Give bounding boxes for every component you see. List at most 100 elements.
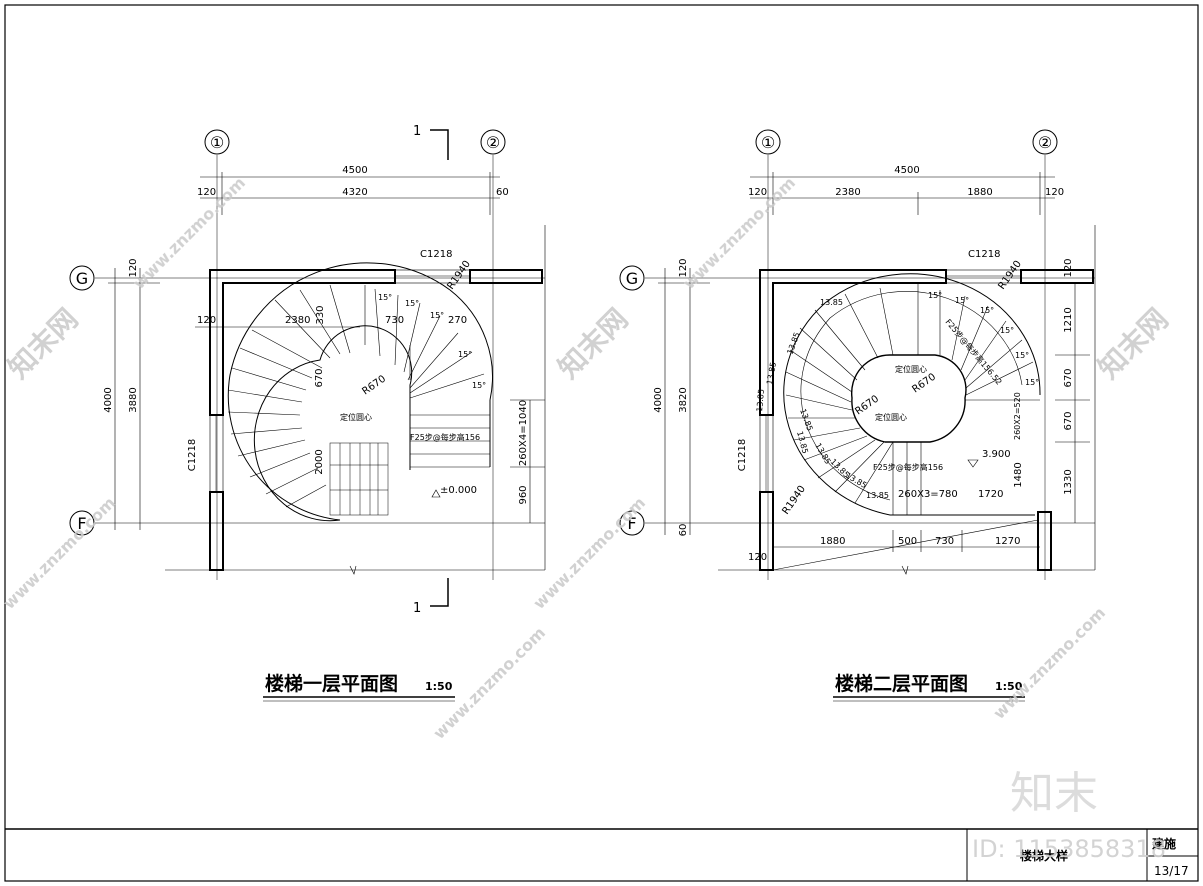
window-top xyxy=(394,269,471,284)
dim-inner-width: 4320 xyxy=(342,187,367,198)
watermark-site: www.znzmo.com xyxy=(0,493,119,613)
dim-b-1880: 1880 xyxy=(820,536,845,547)
chord: 13.85 xyxy=(795,430,810,454)
plan1-title: 楼梯一层平面图 xyxy=(265,672,398,695)
stair-outer-arc xyxy=(783,273,1041,516)
chord: 13.85 xyxy=(866,491,889,500)
stair-treads xyxy=(227,284,490,508)
axis-label-2: ② xyxy=(486,133,500,152)
dim-treads: 260X4=1040 xyxy=(518,400,529,466)
axis-label-f: F xyxy=(77,514,86,533)
chord: 13.85 xyxy=(798,408,814,433)
angle-label: 15° xyxy=(1025,378,1039,387)
dim-270: 270 xyxy=(448,315,467,326)
section-mark-top xyxy=(430,129,449,160)
watermark: www.znzmo.com www.znzmo.com www.znzmo.co… xyxy=(0,173,1174,863)
axis-bubble xyxy=(619,265,645,291)
dim-inner-height: 3880 xyxy=(128,387,139,412)
stair-inner-arc xyxy=(253,325,413,522)
axis-bubble xyxy=(204,129,230,155)
wall-top-right xyxy=(469,269,543,284)
section-label-bottom: 1 xyxy=(413,601,421,616)
angle-label: 15° xyxy=(472,381,486,390)
axis-bubble xyxy=(755,129,781,155)
dim-run-width: 2380 xyxy=(285,315,310,326)
axis-label-g: G xyxy=(626,269,638,288)
chord: 13.85 xyxy=(844,471,868,490)
dim-b-730: 730 xyxy=(935,536,954,547)
break-symbol xyxy=(901,565,909,575)
axis-label-1: ① xyxy=(210,133,224,152)
stair-outer-arc xyxy=(227,262,451,521)
window-label-left: C1218 xyxy=(737,439,748,471)
floor-grate xyxy=(329,442,389,516)
angle-label: 15° xyxy=(980,306,994,315)
center-label-a: 定位圆心 xyxy=(895,364,927,374)
plan-2: ① ② G F 4500 2380 1880 120 120 4000 3820… xyxy=(619,129,1096,702)
plan1-scale: 1:50 xyxy=(425,680,453,693)
wall-left-lower xyxy=(209,491,224,571)
axis-label-2: ② xyxy=(1038,133,1052,152)
dim-670b: 670 xyxy=(1063,411,1074,430)
axis-bubble xyxy=(480,129,506,155)
dim-670: 670 xyxy=(314,368,325,387)
stair-core xyxy=(850,354,967,443)
dim-left-wall: 120 xyxy=(748,187,767,198)
wall-top-right xyxy=(1020,269,1094,284)
dim-total-width: 4500 xyxy=(894,165,919,176)
dim-inner-left: 120 xyxy=(197,315,216,326)
radius-outer: R1940 xyxy=(996,259,1024,292)
stair-outer-arc-b xyxy=(800,291,1023,501)
stair-treads xyxy=(785,287,1034,515)
watermark-brand: 知末网 xyxy=(1092,302,1175,385)
watermark-site: www.znzmo.com xyxy=(529,493,649,613)
dim-730: 730 xyxy=(385,315,404,326)
dim-total-height: 4000 xyxy=(653,387,664,412)
center-label-b: 定位圆心 xyxy=(875,412,907,422)
plan-1: ① ② G F 1 1 4500 4320 120 60 4000 3880 1… xyxy=(69,124,546,702)
angle-label: 15° xyxy=(1015,351,1029,360)
dim-2000: 2000 xyxy=(314,449,325,474)
watermark-logo: 知末 xyxy=(1010,768,1098,819)
axis-bubble xyxy=(619,510,645,536)
treads-3: 260X3=780 xyxy=(898,489,958,500)
dim-1480: 1480 xyxy=(1013,462,1024,487)
axis-label-f: F xyxy=(627,514,636,533)
angle-label: 15° xyxy=(378,293,392,302)
dim-1330: 1330 xyxy=(1063,469,1074,494)
dim-total-width: 4500 xyxy=(342,165,367,176)
chord: 13.85 xyxy=(820,298,843,307)
dim-bottom-60: 60 xyxy=(678,524,689,537)
chord: 13.85 xyxy=(785,331,801,356)
center-label: 定位圆心 xyxy=(340,412,372,422)
dim-gap: 330 xyxy=(315,305,326,324)
window-label-top: C1218 xyxy=(968,249,1000,260)
dim-total-height: 4000 xyxy=(103,387,114,412)
dim-670a: 670 xyxy=(1063,368,1074,387)
seg-1720: 1720 xyxy=(978,489,1003,500)
radius-inner: R670 xyxy=(360,374,388,398)
angle-label: 15° xyxy=(430,311,444,320)
section-mark-bottom xyxy=(430,578,449,607)
steps-note: F25步@每步高156 xyxy=(410,432,480,442)
angle-label: 15° xyxy=(405,299,419,308)
stair-outer-arc-right xyxy=(449,289,493,401)
dim-left-wall: 120 xyxy=(197,187,216,198)
level-triangle xyxy=(967,459,979,468)
axis-bubble xyxy=(1032,129,1058,155)
watermark-site: www.znzmo.com xyxy=(679,173,799,293)
watermark-id: ID: 1153858318 xyxy=(972,835,1166,863)
dim-top-wall-r: 120 xyxy=(1063,258,1074,277)
dim-right-wall: 60 xyxy=(496,187,509,198)
dim-right-seg: 1880 xyxy=(967,187,992,198)
dim-top-wall: 120 xyxy=(128,258,139,277)
axis-bubble xyxy=(69,265,95,291)
dim-landing: 960 xyxy=(518,485,529,504)
window-label-left: C1218 xyxy=(187,439,198,471)
steps-down: F25步@每步高156 xyxy=(873,462,943,472)
level-triangle xyxy=(431,489,441,498)
treads-2: 260X2=520 xyxy=(1013,392,1022,440)
radius-outer: R1940 xyxy=(445,259,473,292)
sheet-number: 13/17 xyxy=(1154,864,1189,878)
dim-right-wall: 120 xyxy=(1045,187,1064,198)
